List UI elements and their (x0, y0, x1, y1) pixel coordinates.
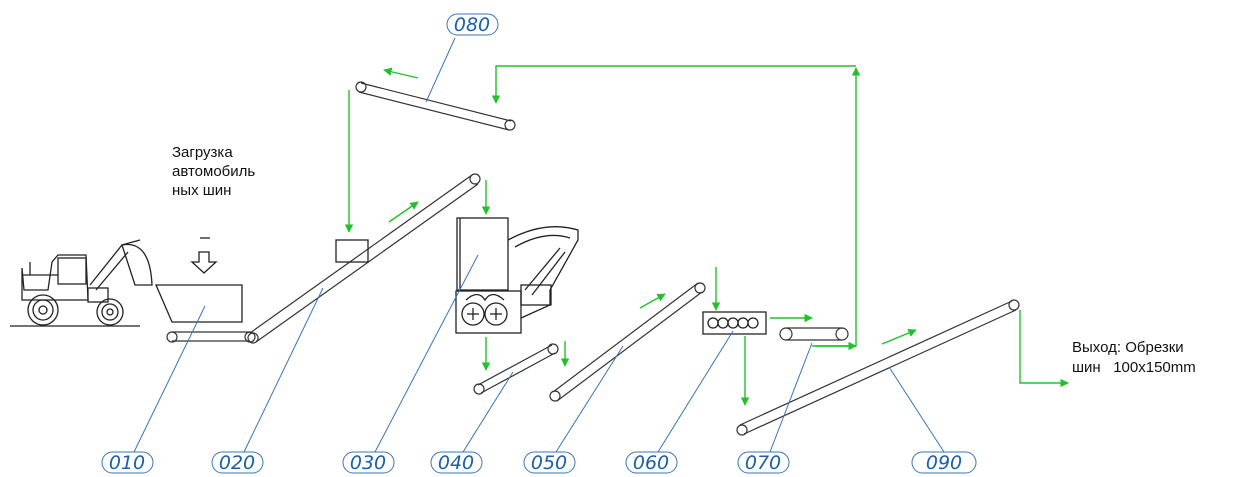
svg-text:шин 100x150mm: шин 100x150mm (1072, 359, 1196, 376)
svg-text:030: 030 (350, 452, 386, 474)
svg-text:010: 010 (109, 452, 145, 474)
station-tag-030: 030 (342, 451, 395, 474)
station-tag-070: 070 (737, 451, 790, 474)
station-tag-060: 060 (625, 451, 678, 474)
conveyor-050 (549, 282, 706, 402)
svg-text:Загрузка: Загрузка (172, 144, 233, 161)
station-tag-020: 020 (211, 451, 264, 474)
svg-text:ных шин: ных шин (172, 182, 231, 199)
station-tag-080: 080 (446, 13, 499, 36)
roller-screen-060 (702, 311, 767, 335)
conveyor-070 (779, 327, 849, 341)
svg-text:090: 090 (926, 452, 962, 474)
svg-text:060: 060 (633, 452, 669, 474)
output-note: Выход: Обрезки шин 100x150mm (1072, 339, 1196, 376)
return-conveyor-080 (355, 81, 516, 131)
conveyor-040 (473, 343, 559, 395)
svg-text:050: 050 (531, 452, 567, 474)
output-conveyor-090 (736, 299, 1020, 436)
material-flow-arrows (344, 65, 1069, 406)
input-note: Загрузка автомобиль ных шин (172, 144, 255, 199)
inclined-conveyor-020 (247, 173, 481, 344)
svg-text:Выход: Обрезки: Выход: Обрезки (1072, 339, 1184, 356)
shredder-030 (455, 217, 579, 334)
feed-conveyor-010 (166, 331, 256, 343)
station-tag-040: 040 (430, 451, 483, 474)
svg-text:020: 020 (219, 452, 255, 474)
svg-text:070: 070 (745, 452, 781, 474)
tractor-loader-icon (10, 239, 153, 327)
svg-text:автомобиль: автомобиль (172, 163, 255, 180)
station-tag-050: 050 (523, 451, 576, 474)
station-tag-010: 010 (101, 451, 154, 474)
svg-text:080: 080 (454, 14, 490, 36)
leader-lines (133, 37, 945, 453)
loading-hopper (155, 237, 243, 323)
svg-text:040: 040 (438, 452, 474, 474)
station-tag-090: 090 (911, 451, 977, 474)
